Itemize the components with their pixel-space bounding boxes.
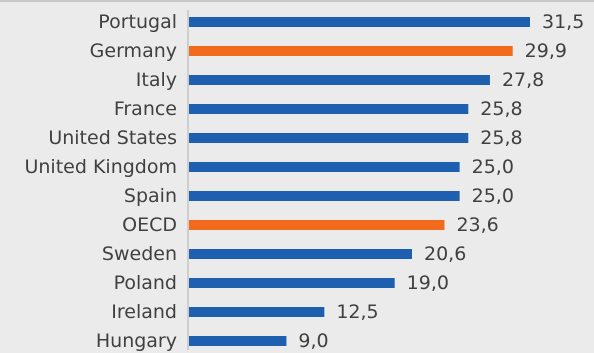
- value-label: 29,9: [525, 40, 567, 62]
- value-label: 27,8: [502, 69, 544, 91]
- bar: [189, 307, 325, 317]
- category-label: Spain: [124, 185, 177, 207]
- value-label: 9,0: [298, 330, 328, 352]
- category-label: Hungary: [96, 330, 177, 352]
- value-label: 25,0: [472, 156, 514, 178]
- bar: [189, 133, 469, 143]
- value-label: 25,8: [480, 127, 522, 149]
- bar: [189, 162, 460, 172]
- value-label: 19,0: [407, 272, 449, 294]
- bar: [189, 220, 445, 230]
- bar: [189, 17, 530, 27]
- category-label: Poland: [114, 272, 177, 294]
- value-label: 20,6: [424, 243, 466, 265]
- category-label: United Kingdom: [24, 156, 177, 178]
- bar: [189, 249, 413, 259]
- value-label: 25,0: [472, 185, 514, 207]
- value-label: 25,8: [480, 98, 522, 120]
- bar: [189, 46, 513, 56]
- value-label: 12,5: [336, 301, 378, 323]
- bar: [189, 104, 469, 114]
- bar: [189, 336, 287, 346]
- category-label: Portugal: [98, 11, 177, 33]
- category-label: Germany: [90, 40, 177, 62]
- category-label: Sweden: [102, 243, 177, 265]
- category-label: United States: [48, 127, 177, 149]
- category-label: Ireland: [111, 301, 177, 323]
- category-label: OECD: [122, 214, 177, 236]
- category-label: France: [114, 98, 177, 120]
- value-label: 23,6: [456, 214, 498, 236]
- value-label: 31,5: [542, 11, 584, 33]
- bar: [189, 75, 490, 85]
- bar: [189, 191, 460, 201]
- category-label: Italy: [136, 69, 177, 91]
- bar: [189, 278, 395, 288]
